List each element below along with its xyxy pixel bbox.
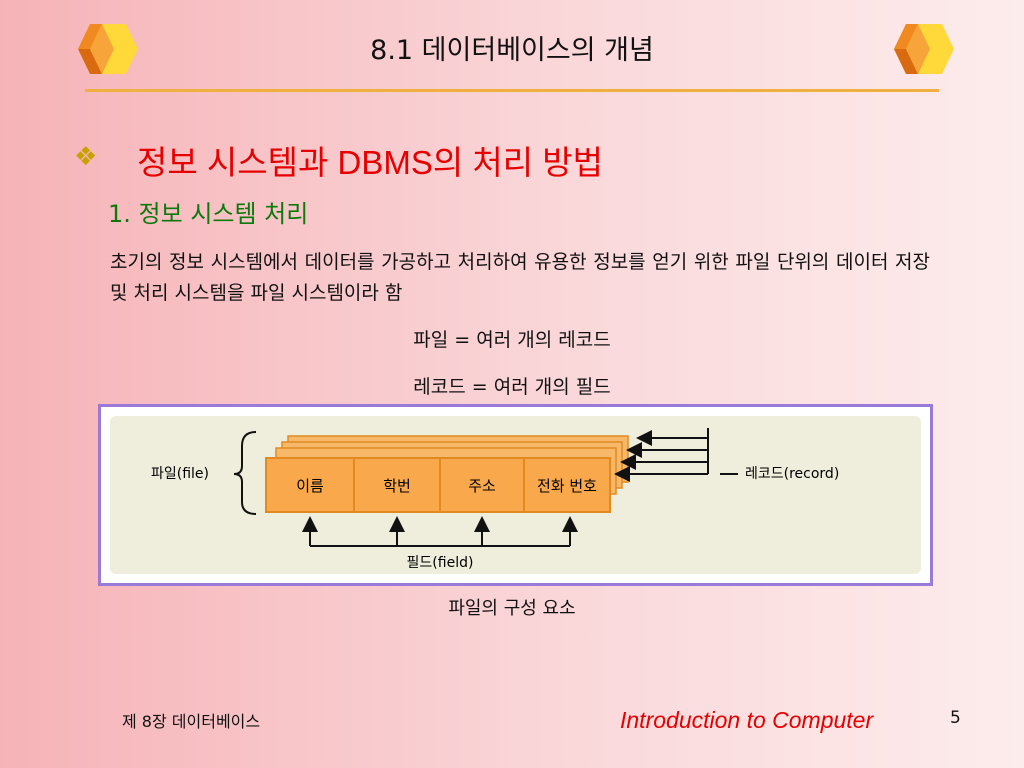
field-label: 필드(field) <box>407 555 474 571</box>
equation-file: 파일 = 여러 개의 레코드 <box>413 329 611 351</box>
file-label: 파일(file) <box>151 466 209 482</box>
subsection-heading: 1. 정보 시스템 처리 <box>108 200 309 228</box>
title-divider <box>85 89 939 92</box>
section-heading: 정보 시스템과 DBMS의 처리 방법 <box>137 144 603 181</box>
slide-title: 8.1 데이터베이스의 개념 <box>370 35 654 66</box>
diagram-caption: 파일의 구성 요소 <box>448 598 576 619</box>
cube-decoration-icon-right <box>894 24 954 74</box>
field-cell-4 <box>523 457 611 513</box>
diagram-frame: 이름 학번 주소 전화 번호 파일(file) 레코드(record) 필드(f… <box>98 404 933 586</box>
footer-chapter: 제 8장 데이터베이스 <box>122 712 261 731</box>
footer-course: Introduction to Computer <box>620 707 874 733</box>
cube-decoration-icon-left <box>78 24 138 74</box>
body-paragraph: 초기의 정보 시스템에서 데이터를 가공하고 처리하여 유용한 정보를 얻기 위… <box>110 251 930 304</box>
page-number: 5 <box>950 708 961 728</box>
diagram-panel: 이름 학번 주소 전화 번호 파일(file) 레코드(record) 필드(f… <box>110 416 921 574</box>
record-label: 레코드(record) <box>745 466 839 482</box>
field-label-id: 학번 <box>383 477 411 495</box>
field-cell-3 <box>439 457 525 513</box>
file-structure-diagram: 이름 학번 주소 전화 번호 파일(file) 레코드(record) 필드(f… <box>151 428 839 571</box>
equation-record: 레코드 = 여러 개의 필드 <box>413 376 611 398</box>
diamond-bullet-icon: ❖ <box>74 142 98 172</box>
field-label-phone: 전화 번호 <box>537 477 597 495</box>
file-brace <box>233 431 257 515</box>
field-label-name: 이름 <box>296 477 324 495</box>
field-label-address: 주소 <box>468 477 496 495</box>
record-front: 이름 학번 주소 전화 번호 <box>265 457 611 513</box>
